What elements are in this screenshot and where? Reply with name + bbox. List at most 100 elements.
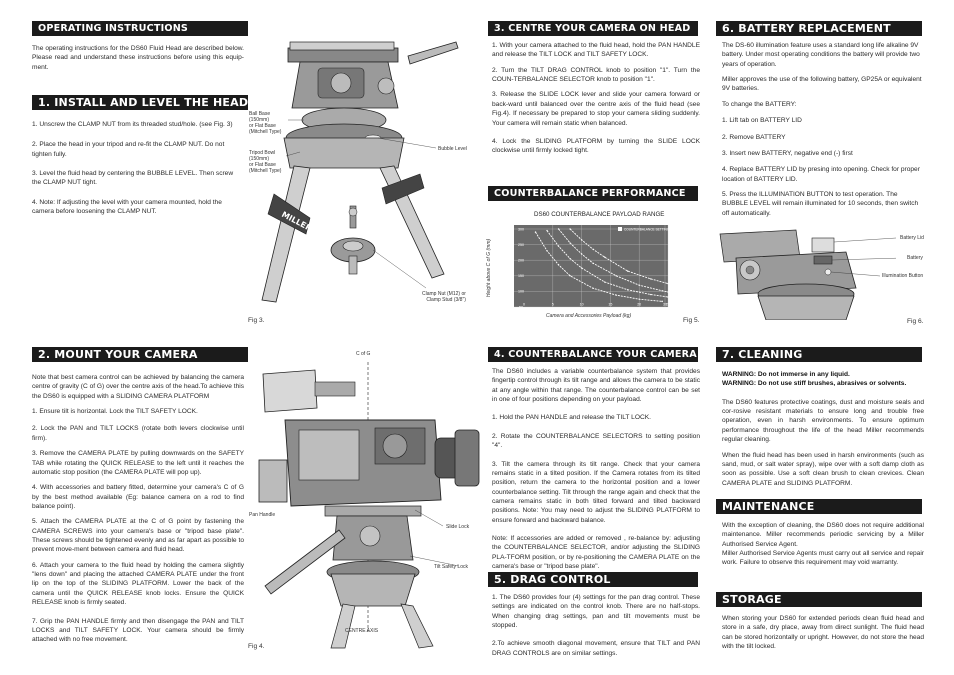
chart-point-series-4 xyxy=(569,228,571,230)
fig4-label-pan-handle: Pan Handle xyxy=(249,512,276,518)
chart-xlabel: Camera and Accessories Payload (kg) xyxy=(546,313,632,319)
chart-x-tick-label: 5 xyxy=(552,303,554,307)
chart-point-series-2 xyxy=(603,281,606,283)
mount-step-7: 7. Grip the PAN HANDLE firmly and then d… xyxy=(32,617,244,644)
mount-heading: 2. MOUNT YOUR CAMERA xyxy=(32,347,248,362)
chart-point-series-1 xyxy=(661,300,663,303)
fig3-label-bubble-level: Bubble Level xyxy=(438,146,467,152)
cleaning-warning-2-text: WARNING: Do not use stiff brushes, abras… xyxy=(722,380,907,388)
install-steps: 1. Unscrew the CLAMP NUT from its thread… xyxy=(32,120,244,223)
chart-point-series-2 xyxy=(667,296,669,298)
storage-para-1: When storing your DS60 for extended peri… xyxy=(722,615,924,651)
centre-step-4: 4. Lock the SLIDING PLATFORM by turning … xyxy=(492,137,700,155)
chart-point-series-1 xyxy=(557,264,560,266)
chart-point-series-4 xyxy=(603,256,606,258)
chart-point-series-1 xyxy=(546,250,548,252)
drag-step-2: 2.To achieve smooth diagonal movement, e… xyxy=(492,640,700,657)
mount-step-3: 3. Remove the CAMERA PLATE by pulling do… xyxy=(32,450,244,476)
install-heading: 1. INSTALL AND LEVEL THE HEAD xyxy=(32,95,248,110)
counterbalance-chart: Height above C of G (mm) 501001502002503… xyxy=(486,225,670,309)
mount-step-2: 2. Lock the PAN and TILT LOCKS (rotate b… xyxy=(32,425,244,442)
install-step-1: 1. Unscrew the CLAMP NUT from its thread… xyxy=(32,121,233,128)
chart-point-series-3 xyxy=(569,242,571,244)
chart-point-series-1 xyxy=(592,287,594,289)
cleaning-warning-1-text: WARNING: Do not immerse in any liquid. xyxy=(722,371,850,378)
fig5-caption: Fig 5. xyxy=(683,317,700,324)
mount-step-4: 4. With accessories and battery fitted, … xyxy=(32,484,244,510)
mount-steps: Note that best camera control can be ach… xyxy=(32,373,244,651)
centre-step-3: 3. Release the SLIDE LOCK lever and slid… xyxy=(492,91,700,127)
counterbalance-steps: The DS60 includes a variable counterbala… xyxy=(492,367,700,577)
mount-step-5: 5. Attach the CAMERA PLATE at the C of G… xyxy=(32,518,244,554)
chart-point-series-3 xyxy=(580,253,583,255)
fig4-label-tilt-safety-lock: Tilt Safety Lock xyxy=(434,564,468,570)
drag-steps: 1. The DS60 provides four (4) settings f… xyxy=(492,593,700,664)
chart-point-series-2 xyxy=(580,267,583,269)
chart-point-series-1 xyxy=(638,298,640,300)
battery-heading: 6. BATTERY REPLACEMENT xyxy=(716,21,922,36)
chart-point-series-1 xyxy=(615,294,617,296)
chart-point-series-1 xyxy=(569,275,571,277)
centre-step-2: 2. Turn the TILT DRAG CONTROL knob to po… xyxy=(492,66,700,84)
chart-y-tick-label: 200 xyxy=(518,259,524,263)
chart-x-tick-label: 10 xyxy=(580,303,584,307)
battery-step-3: 3. Insert new BATTERY, negative end (-) … xyxy=(722,149,853,157)
maintenance-para-2: Miller Authorised Service Agents must ca… xyxy=(722,550,924,567)
chart-x-tick-label: 25 xyxy=(666,303,670,307)
chart-legend-swatch xyxy=(618,227,622,231)
battery-step-5: 5. Press the ILLUMINATION BUTTON to test… xyxy=(722,190,919,217)
operating-instructions-heading: OPERATING INSTRUCTIONS xyxy=(32,21,248,36)
operating-intro-text: The operating instructions for the DS60 … xyxy=(32,45,244,71)
cb-intro: The DS60 includes a variable counterbala… xyxy=(492,368,700,404)
chart-point-series-4 xyxy=(667,282,669,285)
fig6-caption: Fig 6. xyxy=(907,318,924,325)
chart-x-tick-label: 15 xyxy=(608,303,612,307)
chart-x-tick-label: 0 xyxy=(523,303,525,307)
maintenance-text: With the exception of cleaning, the DS60… xyxy=(722,521,924,574)
cleaning-heading: 7. CLEANING xyxy=(716,347,922,362)
chart-legend: COUNTERBALANCE SETTING xyxy=(618,227,670,232)
chart-y-tick-label: 100 xyxy=(518,290,524,294)
fig4-label-centre-axis: CENTRE AXIS xyxy=(345,628,379,634)
chart-point-series-3 xyxy=(667,291,669,293)
chart-point-series-2 xyxy=(546,229,548,232)
chart-point-series-2 xyxy=(626,289,629,291)
fig3-label-tripod-bowl: Tripod Bowl (150mm) or Flat Base (Mitche… xyxy=(249,150,282,174)
drag-step-1: 1. The DS60 provides four (4) settings f… xyxy=(492,594,700,630)
fig6-label-battery-lid: Battery Lid xyxy=(900,235,924,241)
cb-step-2: 2. Rotate the COUNTERBALANCE SELECTORS t… xyxy=(492,432,700,450)
chart-point-series-4 xyxy=(626,270,629,272)
cleaning-warning-2: WARNING: Do not use stiff brushes, abras… xyxy=(722,379,924,388)
install-step-2: 2. Place the head in your tripod and re-… xyxy=(32,141,225,158)
counterbalance-performance-heading: COUNTERBALANCE PERFORMANCE xyxy=(488,186,698,201)
cleaning-steps: WARNING: Do not immerse in any liquid. W… xyxy=(722,370,924,494)
cleaning-warning-1: WARNING: Do not immerse in any liquid. xyxy=(722,370,924,379)
chart-point-series-3 xyxy=(661,290,663,292)
fig6-battery-illustration xyxy=(719,229,896,320)
chart-point-series-2 xyxy=(569,257,571,260)
mount-step-6: 6. Attach your camera to the fluid head … xyxy=(32,561,244,607)
chart-point-series-3 xyxy=(638,284,640,286)
chart-point-series-2 xyxy=(557,245,560,247)
maintenance-para-1: With the exception of cleaning, the DS60… xyxy=(722,522,924,548)
chart-series-line-3 xyxy=(558,228,669,293)
cleaning-para-1: The DS60 features protective coatings, d… xyxy=(722,398,924,444)
cb-note: Note: If accessories are added or remove… xyxy=(492,535,700,571)
fig4-caption: Fig 4. xyxy=(248,643,265,650)
chart-y-tick-label: 300 xyxy=(518,227,524,231)
chart-series-line-2 xyxy=(546,230,669,298)
battery-steps: The DS-60 illumination feature uses a st… xyxy=(722,41,924,224)
fig3-label-clamp-nut: Clamp Nut (M12) or Clamp Stud (3/8") xyxy=(422,291,466,303)
chart-point-series-4 xyxy=(592,248,594,250)
battery-step-1: 1. Lift tab on BATTERY LID xyxy=(722,117,802,125)
chart-point-series-2 xyxy=(650,293,652,296)
chart-y-tick-label: 150 xyxy=(518,274,524,278)
cleaning-para-2: When the fluid head has been used in har… xyxy=(722,451,924,487)
centre-camera-heading: 3. CENTRE YOUR CAMERA ON HEAD xyxy=(488,21,698,36)
fig4-camera-on-head-illustration xyxy=(258,362,480,649)
chart-x-tick-label: 30 xyxy=(663,303,667,307)
fig4-label-slide-lock: Slide Lock xyxy=(446,524,470,530)
storage-text: When storing your DS60 for extended peri… xyxy=(722,614,924,657)
install-step-4: 4. Note: If adjusting the level with you… xyxy=(32,198,222,216)
centre-steps: 1. With your camera attached to the flui… xyxy=(492,41,700,162)
